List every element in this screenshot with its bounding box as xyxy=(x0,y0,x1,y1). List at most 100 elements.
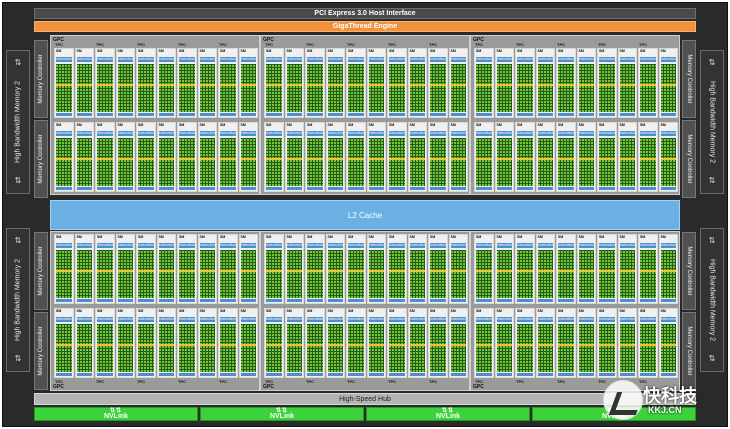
instruction-cache: Instruction Cache xyxy=(430,317,446,322)
cuda-core-array xyxy=(138,138,154,186)
instruction-cache: Instruction Cache xyxy=(97,131,113,136)
l2-label: L2 Cache xyxy=(347,210,383,220)
hbm2-stack: High Bandwidth Memory 2⇅⇅ xyxy=(700,50,724,194)
tpc-label: TPC xyxy=(137,379,145,384)
sm-label: SM xyxy=(97,49,103,53)
sm-label: SM xyxy=(327,49,333,53)
instruction-cache: Instruction Cache xyxy=(348,243,364,248)
sm-bottom-cache xyxy=(240,187,256,190)
sm-bottom-cache xyxy=(517,373,533,376)
cuda-core-array xyxy=(76,138,92,186)
tpc-label: TPC xyxy=(598,42,606,47)
cuda-core-array xyxy=(117,64,133,112)
instruction-cache: Instruction Cache xyxy=(537,243,553,248)
cuda-core-array xyxy=(220,324,236,372)
sm-bottom-cache xyxy=(179,187,195,190)
instruction-cache: Instruction Cache xyxy=(619,243,635,248)
sm-bottom-cache xyxy=(348,299,364,302)
memory-arrow-icon: ⇅ xyxy=(708,58,716,67)
sm-label: SM xyxy=(266,235,272,239)
instruction-cache: Instruction Cache xyxy=(97,57,113,62)
sm-bottom-cache xyxy=(599,187,615,190)
cuda-core-array xyxy=(327,64,343,112)
instruction-cache: Instruction Cache xyxy=(220,243,236,248)
sm-bottom-cache xyxy=(327,373,343,376)
cuda-core-array xyxy=(517,64,533,112)
cuda-core-array xyxy=(307,138,323,186)
sm-bottom-cache xyxy=(368,113,384,116)
cuda-core-array xyxy=(430,64,446,112)
sm-label: SM xyxy=(430,309,436,313)
sm-bottom-cache xyxy=(476,373,492,376)
nvlink: ⇅⇅NVLink xyxy=(200,407,364,421)
cuda-core-array xyxy=(517,138,533,186)
instruction-cache: Instruction Cache xyxy=(496,131,512,136)
cuda-core-array xyxy=(409,250,425,298)
instruction-cache: Instruction Cache xyxy=(517,243,533,248)
sm-label: SM xyxy=(266,49,272,53)
sm-label: SM xyxy=(220,309,226,313)
sm-label: SM xyxy=(537,49,543,53)
sm-bottom-cache xyxy=(578,299,594,302)
instruction-cache: Instruction Cache xyxy=(389,317,405,322)
instruction-cache: Instruction Cache xyxy=(409,131,425,136)
l2-cache: L2 Cache xyxy=(50,200,680,230)
sm-label: SM xyxy=(158,123,164,127)
instruction-cache: Instruction Cache xyxy=(599,131,615,136)
instruction-cache: Instruction Cache xyxy=(389,57,405,62)
watermark-logo-icon xyxy=(603,380,643,420)
instruction-cache: Instruction Cache xyxy=(558,57,574,62)
sm-label: SM xyxy=(450,235,456,239)
sm-label: SM xyxy=(56,123,62,127)
instruction-cache: Instruction Cache xyxy=(368,243,384,248)
sm-label: SM xyxy=(496,49,502,53)
sm-bottom-cache xyxy=(179,113,195,116)
cuda-core-array xyxy=(266,138,282,186)
nvlink: ⇅⇅NVLink xyxy=(34,407,198,421)
cuda-core-array xyxy=(97,250,113,298)
cuda-core-array xyxy=(76,64,92,112)
sm-bottom-cache xyxy=(97,187,113,190)
cuda-core-array xyxy=(266,250,282,298)
cuda-core-array xyxy=(348,324,364,372)
sm-bottom-cache xyxy=(660,299,676,302)
sm-label: SM xyxy=(619,309,625,313)
tpc-label: TPC xyxy=(639,379,647,384)
cuda-core-array xyxy=(537,138,553,186)
sm-bottom-cache xyxy=(158,299,174,302)
sm-bottom-cache xyxy=(537,113,553,116)
sm-bottom-cache xyxy=(307,113,323,116)
gpc-label: GPC xyxy=(473,384,484,390)
instruction-cache: Instruction Cache xyxy=(240,57,256,62)
memory-arrow-icon: ⇅ xyxy=(14,58,22,67)
sm-label: SM xyxy=(389,49,395,53)
sm-bottom-cache xyxy=(517,113,533,116)
sm-bottom-cache xyxy=(56,299,72,302)
instruction-cache: Instruction Cache xyxy=(599,243,615,248)
instruction-cache: Instruction Cache xyxy=(660,57,676,62)
cuda-core-array xyxy=(368,250,384,298)
tpc-label: TPC xyxy=(475,379,483,384)
sm-label: SM xyxy=(138,123,144,127)
tpc-label: TPC xyxy=(178,42,186,47)
sm-bottom-cache xyxy=(368,187,384,190)
instruction-cache: Instruction Cache xyxy=(558,243,574,248)
hbm2-label: High Bandwidth Memory 2 xyxy=(708,80,716,164)
